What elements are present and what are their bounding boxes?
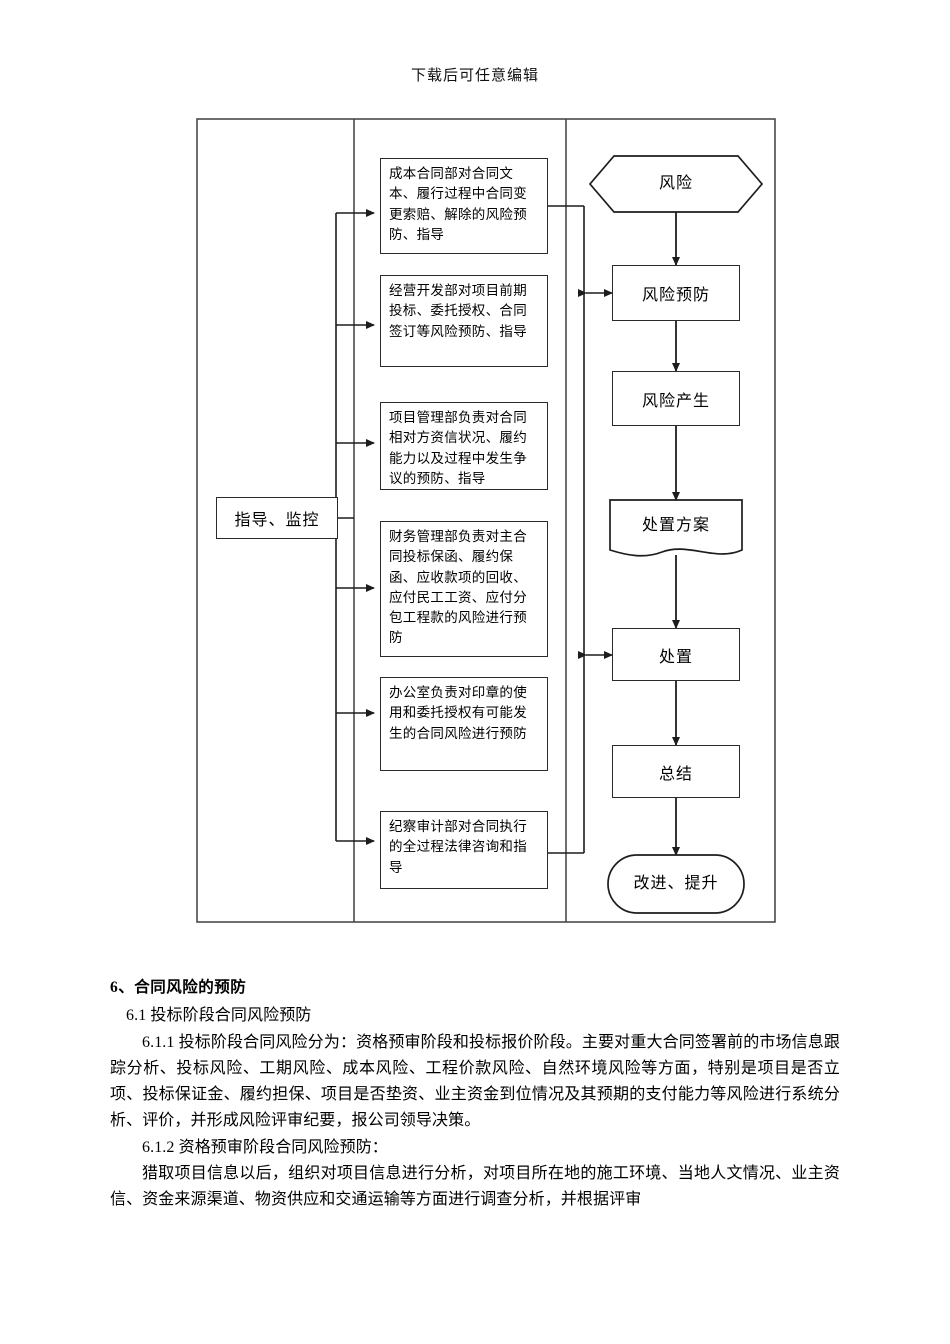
node-cost-contract-dept-label: 成本合同部对合同文本、履行过程中合同变更索赔、解除的风险预防、指导 <box>389 166 527 242</box>
node-risk-prevention-label: 风险预防 <box>641 287 710 304</box>
node-discipline-audit-dept[interactable]: 纪察审计部对合同执行的全过程法律咨询和指导 <box>380 811 548 889</box>
section-heading: 6、合同风险的预防 <box>110 979 247 996</box>
paragraph-6-1: 6.1 投标阶段合同风险预防 <box>126 1007 312 1024</box>
node-office-dept[interactable]: 办公室负责对印章的使用和委托授权有可能发生的合同风险进行预防 <box>380 677 548 771</box>
node-project-mgmt-dept[interactable]: 项目管理部负责对合同相对方资信状况、履约能力以及过程中发生争议的预防、指导 <box>380 402 548 490</box>
node-office-dept-label: 办公室负责对印章的使用和委托授权有可能发生的合同风险进行预防 <box>389 685 527 741</box>
node-risk-prevention[interactable]: 风险预防 <box>612 265 740 321</box>
node-risk-occurrence[interactable]: 风险产生 <box>612 371 740 426</box>
node-finance-dept-label: 财务管理部负责对主合同投标保函、履约保函、应收款项的回收、应付民工工资、应付分包… <box>389 529 527 646</box>
node-guidance-supervision[interactable]: 指导、监控 <box>216 497 338 539</box>
paragraph-6-1-2: 6.1.2 资格预审阶段合同风险预防： <box>142 1138 388 1156</box>
node-disposal[interactable]: 处置 <box>612 628 740 681</box>
document-header-note: 下载后可任意编辑 <box>410 68 539 84</box>
flowchart-diagram: 指导、监控 成本合同部对合同文本、履行过程中合同变更索赔、解除的风险预防、指导 … <box>196 118 776 923</box>
node-business-dev-dept[interactable]: 经营开发部对项目前期投标、委托授权、合同签订等风险预防、指导 <box>380 275 548 367</box>
node-business-dev-dept-label: 经营开发部对项目前期投标、委托授权、合同签订等风险预防、指导 <box>389 283 527 339</box>
node-summary[interactable]: 总结 <box>612 745 740 798</box>
section-body: 6、合同风险的预防 6.1 投标阶段合同风险预防 6.1.1 投标阶段合同风险分… <box>0 975 950 1214</box>
node-disposal-label: 处置 <box>658 648 693 666</box>
flowchart-connectors <box>196 118 776 923</box>
node-risk-occurrence-label: 风险产生 <box>641 392 710 410</box>
node-summary-label: 总结 <box>658 765 693 783</box>
node-cost-contract-dept[interactable]: 成本合同部对合同文本、履行过程中合同变更索赔、解除的风险预防、指导 <box>380 158 548 254</box>
paragraph-6-1-1: 6.1.1 投标阶段合同风险分为：资格预审阶段和投标报价阶段。主要对重大合同签署… <box>110 1033 840 1129</box>
paragraph-6-1-2-body: 猎取项目信息以后，组织对项目信息进行分析，对项目所在地的施工环境、当地人文情况、… <box>110 1165 840 1209</box>
node-guidance-supervision-label: 指导、监控 <box>234 512 320 529</box>
node-finance-dept[interactable]: 财务管理部负责对主合同投标保函、履约保函、应收款项的回收、应付民工工资、应付分包… <box>380 521 548 657</box>
node-discipline-audit-dept-label: 纪察审计部对合同执行的全过程法律咨询和指导 <box>389 819 527 875</box>
node-project-mgmt-dept-label: 项目管理部负责对合同相对方资信状况、履约能力以及过程中发生争议的预防、指导 <box>389 410 527 486</box>
